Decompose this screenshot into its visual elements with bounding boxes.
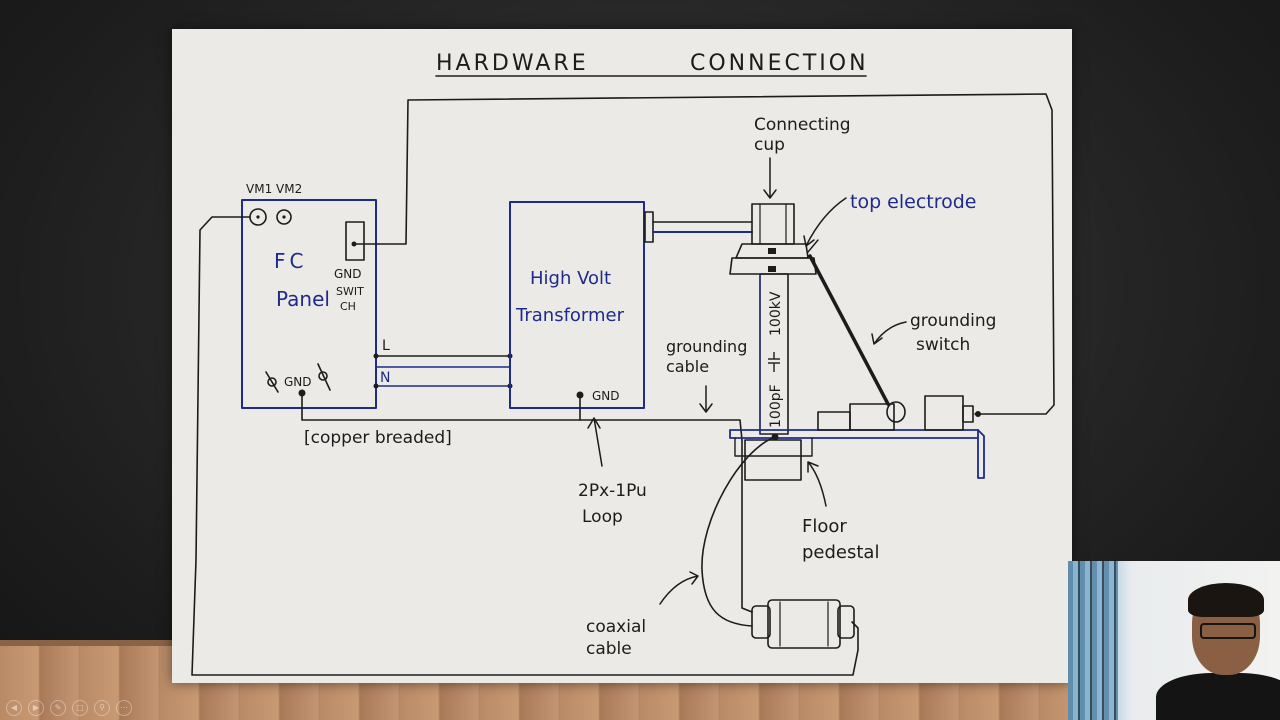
slideshow-controls: ◀ ▶ ✎ □ ⚲ ⋯	[6, 700, 132, 716]
switch-housing	[924, 395, 964, 431]
capacitor-symbol	[768, 352, 780, 372]
capacitor-label: 100pF	[768, 384, 784, 428]
fc-gnd-label: GND	[284, 375, 312, 389]
webcam-curtain	[1068, 561, 1118, 720]
gnd-switch-label-3: CH	[340, 300, 356, 313]
switch-actuator	[817, 411, 851, 431]
vm-label: VM1 VM2	[246, 182, 302, 196]
arrow-floor-pedestal	[807, 461, 827, 507]
vm1-return-wire	[191, 216, 859, 676]
presenter-webcam	[1068, 561, 1280, 720]
hv-label-line2: Transformer	[515, 305, 625, 326]
arrow-connecting-cup	[763, 157, 777, 199]
hv-label-line1: High Volt	[530, 268, 611, 289]
slides-icon[interactable]: □	[72, 700, 88, 716]
coaxial-cable	[701, 436, 776, 627]
coaxial-cable-label-1: coaxial	[586, 617, 646, 637]
gnd-switch-top-wire	[353, 93, 1055, 415]
prev-slide-icon[interactable]: ◀	[6, 700, 22, 716]
fc-panel-box	[241, 199, 377, 409]
paper-sheet	[172, 29, 1072, 683]
capacitor-voltage-label: 100kV	[768, 291, 784, 336]
floor-pedestal-label-2: pedestal	[802, 542, 879, 563]
arrow-coaxial	[659, 571, 699, 605]
next-slide-icon[interactable]: ▶	[28, 700, 44, 716]
presenter-glasses	[1200, 623, 1256, 639]
presenter-hair	[1188, 583, 1264, 617]
arrow-grounding-cable	[699, 385, 713, 413]
electrode-base	[729, 257, 817, 275]
line-n-label: N	[380, 370, 390, 386]
presenter-body	[1156, 673, 1280, 720]
grounding-cable-label-1: grounding	[666, 337, 747, 356]
arrow-grounding-switch	[871, 321, 907, 345]
line-l-label: L	[382, 338, 390, 354]
arrow-top-electrode	[803, 197, 847, 247]
grounding-switch-rod	[808, 254, 890, 406]
coax-terminator	[751, 605, 771, 639]
coaxial-cable-label-2: cable	[586, 639, 632, 659]
gnd-switch-rect	[345, 221, 365, 261]
floor-pedestal	[744, 439, 802, 481]
hv-gnd-label: GND	[592, 389, 620, 403]
arrow-loop	[587, 417, 603, 467]
loop-label-1: 2Px-1Pu	[578, 481, 647, 501]
zoom-icon[interactable]: ⚲	[94, 700, 110, 716]
gnd-switch-label-1: GND	[334, 267, 362, 281]
fc-label-line2: Panel	[276, 287, 330, 311]
fc-label-line1: FC	[274, 249, 307, 273]
loop-label-2: Loop	[582, 507, 623, 527]
title-hardware: HARDWARE	[436, 51, 589, 76]
gnd-switch-label-2: SWIT	[336, 285, 364, 298]
connecting-cup-label-1: Connecting	[754, 115, 851, 135]
grounding-switch-label-2: switch	[916, 335, 970, 355]
title-connection: CONNECTION	[690, 51, 869, 76]
fc-gnd-bolts	[265, 363, 331, 393]
pen-icon[interactable]: ✎	[50, 700, 66, 716]
connecting-cup	[751, 203, 795, 245]
hv-transformer-box	[509, 201, 645, 409]
more-icon[interactable]: ⋯	[116, 700, 132, 716]
top-electrode-label: top electrode	[850, 191, 977, 213]
grounding-switch-label-1: grounding	[910, 311, 996, 331]
floor-pedestal-label-1: Floor	[802, 516, 847, 537]
vm2-terminal	[276, 209, 292, 225]
copper-braided-label: [copper breaded]	[304, 428, 452, 448]
grounding-cable-label-2: cable	[666, 357, 709, 376]
connecting-cup-label-2: cup	[754, 135, 785, 155]
hv-output-bushing	[644, 211, 654, 243]
